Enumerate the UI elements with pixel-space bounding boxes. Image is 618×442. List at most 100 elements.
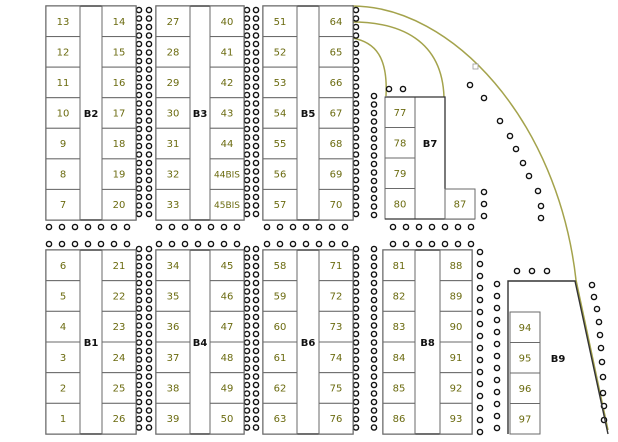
tree-marker — [476, 404, 484, 412]
site-cell-64 — [318, 5, 354, 38]
site-cell-44BIS — [209, 158, 245, 190]
site-cell-35 — [155, 280, 191, 312]
tree-marker — [370, 339, 378, 346]
tree-marker — [145, 424, 153, 431]
tree-marker — [352, 356, 360, 363]
site-number: 46 — [221, 292, 234, 303]
tree-marker — [135, 407, 143, 414]
tree-marker — [135, 100, 143, 107]
site-cell-95 — [509, 342, 541, 374]
site-cell-34 — [155, 249, 191, 282]
tree-marker — [252, 185, 260, 192]
tree-marker — [145, 49, 153, 56]
tree-marker — [252, 125, 260, 133]
tree-marker — [84, 240, 92, 248]
tree-marker — [135, 159, 143, 167]
site-cell-43 — [209, 97, 245, 129]
tree-marker — [476, 272, 484, 280]
tree-marker — [135, 415, 143, 423]
tree-marker — [97, 223, 105, 231]
tree-marker — [71, 240, 79, 248]
tree-marker — [243, 415, 251, 423]
tree-marker — [145, 125, 153, 133]
tree-marker — [145, 330, 153, 338]
tree-marker — [252, 159, 260, 167]
site-number: 81 — [393, 261, 406, 272]
site-number: 42 — [221, 78, 234, 89]
tree-marker — [145, 305, 153, 312]
site-cell-89 — [439, 280, 473, 312]
tree-marker — [370, 296, 378, 304]
site-number: 25 — [113, 384, 126, 395]
tree-marker — [135, 74, 143, 82]
tree-marker — [243, 74, 251, 82]
tree-marker — [233, 240, 241, 248]
site-cell-76 — [318, 402, 354, 435]
site-cell-72 — [318, 280, 354, 312]
tree-marker — [352, 83, 360, 90]
tree-marker — [493, 292, 501, 300]
tree-marker — [596, 331, 604, 339]
tree-marker — [194, 240, 202, 248]
tree-marker — [243, 185, 251, 192]
tree-marker — [493, 328, 501, 336]
site-cell-80 — [384, 188, 416, 220]
tree-marker — [476, 248, 484, 256]
site-cell-84 — [382, 341, 416, 374]
site-number: 28 — [167, 47, 180, 58]
tree-marker — [352, 305, 360, 312]
tree-marker — [370, 279, 378, 287]
tree-marker — [352, 91, 360, 99]
tree-marker — [263, 240, 271, 248]
site-number: 53 — [274, 78, 287, 89]
tree-marker — [135, 125, 143, 133]
site-number: 17 — [113, 109, 126, 120]
tree-marker — [145, 313, 153, 321]
tree-marker — [352, 142, 360, 150]
access-path — [351, 21, 445, 98]
tree-marker — [252, 193, 260, 201]
site-cell-54 — [262, 97, 298, 129]
tree-marker — [252, 313, 260, 321]
tree-marker — [145, 193, 153, 201]
tree-marker — [252, 108, 260, 116]
tree-marker — [590, 293, 598, 301]
tree-marker — [233, 223, 241, 231]
tree-marker — [352, 424, 360, 431]
site-cell-45BIS — [209, 188, 245, 221]
tree-marker — [135, 23, 143, 31]
tree-marker — [243, 373, 251, 380]
tree-marker — [289, 240, 297, 248]
tree-marker — [352, 202, 360, 209]
tree-marker — [352, 32, 360, 39]
tree-marker — [476, 332, 484, 340]
tree-marker — [370, 92, 378, 100]
tree-marker — [252, 339, 260, 346]
site-number: 85 — [393, 384, 406, 395]
tree-marker — [135, 288, 143, 295]
site-number: 90 — [450, 322, 463, 333]
tree-marker — [243, 159, 251, 167]
tree-marker — [252, 168, 260, 175]
tree-marker — [352, 176, 360, 184]
tree-marker — [476, 260, 484, 268]
tree-marker — [476, 296, 484, 304]
site-number: 86 — [393, 414, 406, 425]
tree-marker — [243, 151, 251, 158]
site-number: 83 — [393, 322, 406, 333]
tree-marker — [135, 398, 143, 406]
tree-marker — [352, 185, 360, 192]
tree-marker — [352, 330, 360, 338]
tree-marker — [352, 288, 360, 295]
tree-marker — [243, 23, 251, 31]
tree-marker — [207, 240, 215, 248]
site-number: 89 — [450, 292, 463, 303]
site-number: 23 — [113, 322, 126, 333]
tree-marker — [476, 368, 484, 376]
site-cell-66 — [318, 66, 354, 99]
tree-marker — [370, 305, 378, 312]
